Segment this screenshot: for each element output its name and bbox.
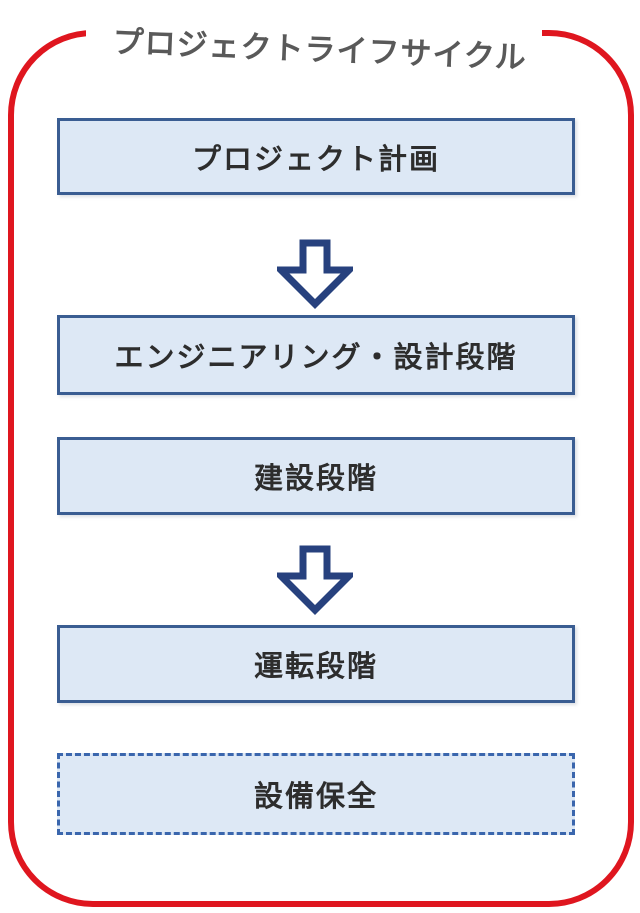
- stage-box-equipment-maintenance: 設備保全: [57, 753, 575, 835]
- stage-label: プロジェクト計画: [191, 143, 440, 176]
- stage-label: 運転段階: [253, 651, 378, 683]
- stage-box-operation: 運転段階: [57, 625, 575, 703]
- down-arrow-icon: [277, 239, 353, 309]
- stage-box-project-planning: プロジェクト計画: [57, 118, 575, 195]
- stage-box-engineering-design: エンジニアリング・設計段階: [57, 315, 575, 395]
- stage-label: 建設段階: [253, 463, 378, 495]
- title-border-gap: [86, 22, 542, 44]
- stage-label: エンジニアリング・設計段階: [114, 342, 518, 374]
- stage-box-construction: 建設段階: [57, 437, 575, 515]
- down-arrow-icon: [277, 545, 353, 615]
- stage-label: 設備保全: [253, 781, 378, 813]
